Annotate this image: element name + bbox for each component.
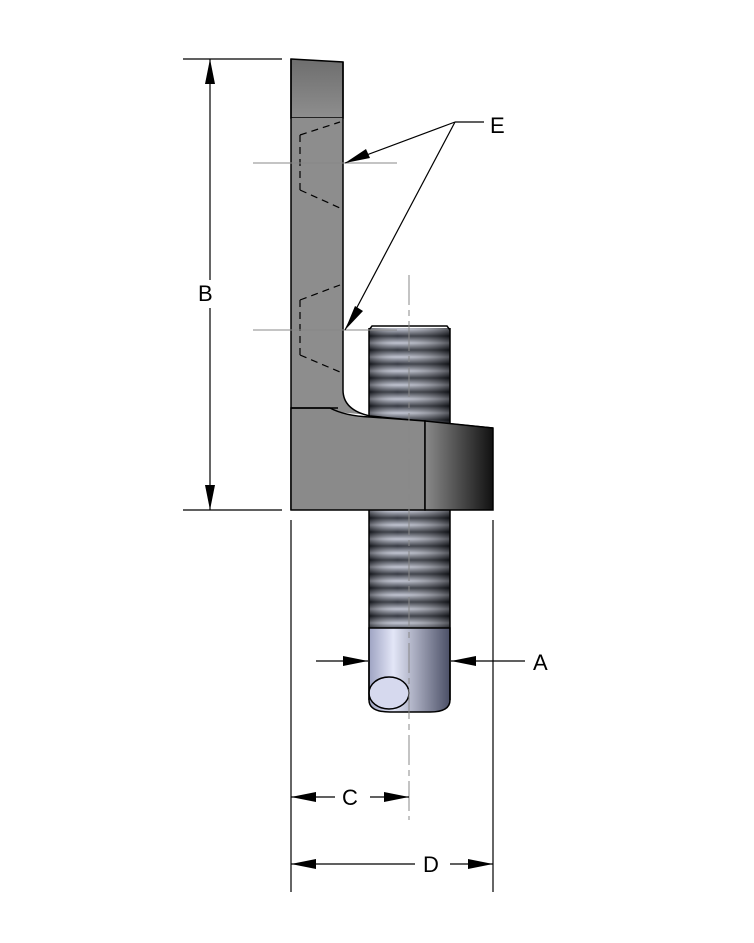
clamp-body bbox=[290, 58, 494, 511]
arrowheads bbox=[205, 59, 493, 869]
label-a: A bbox=[533, 650, 548, 675]
centerlines bbox=[253, 162, 410, 820]
label-b: B bbox=[198, 281, 213, 306]
label-d: D bbox=[423, 852, 439, 877]
label-c: C bbox=[342, 785, 358, 810]
label-e: E bbox=[490, 113, 505, 138]
